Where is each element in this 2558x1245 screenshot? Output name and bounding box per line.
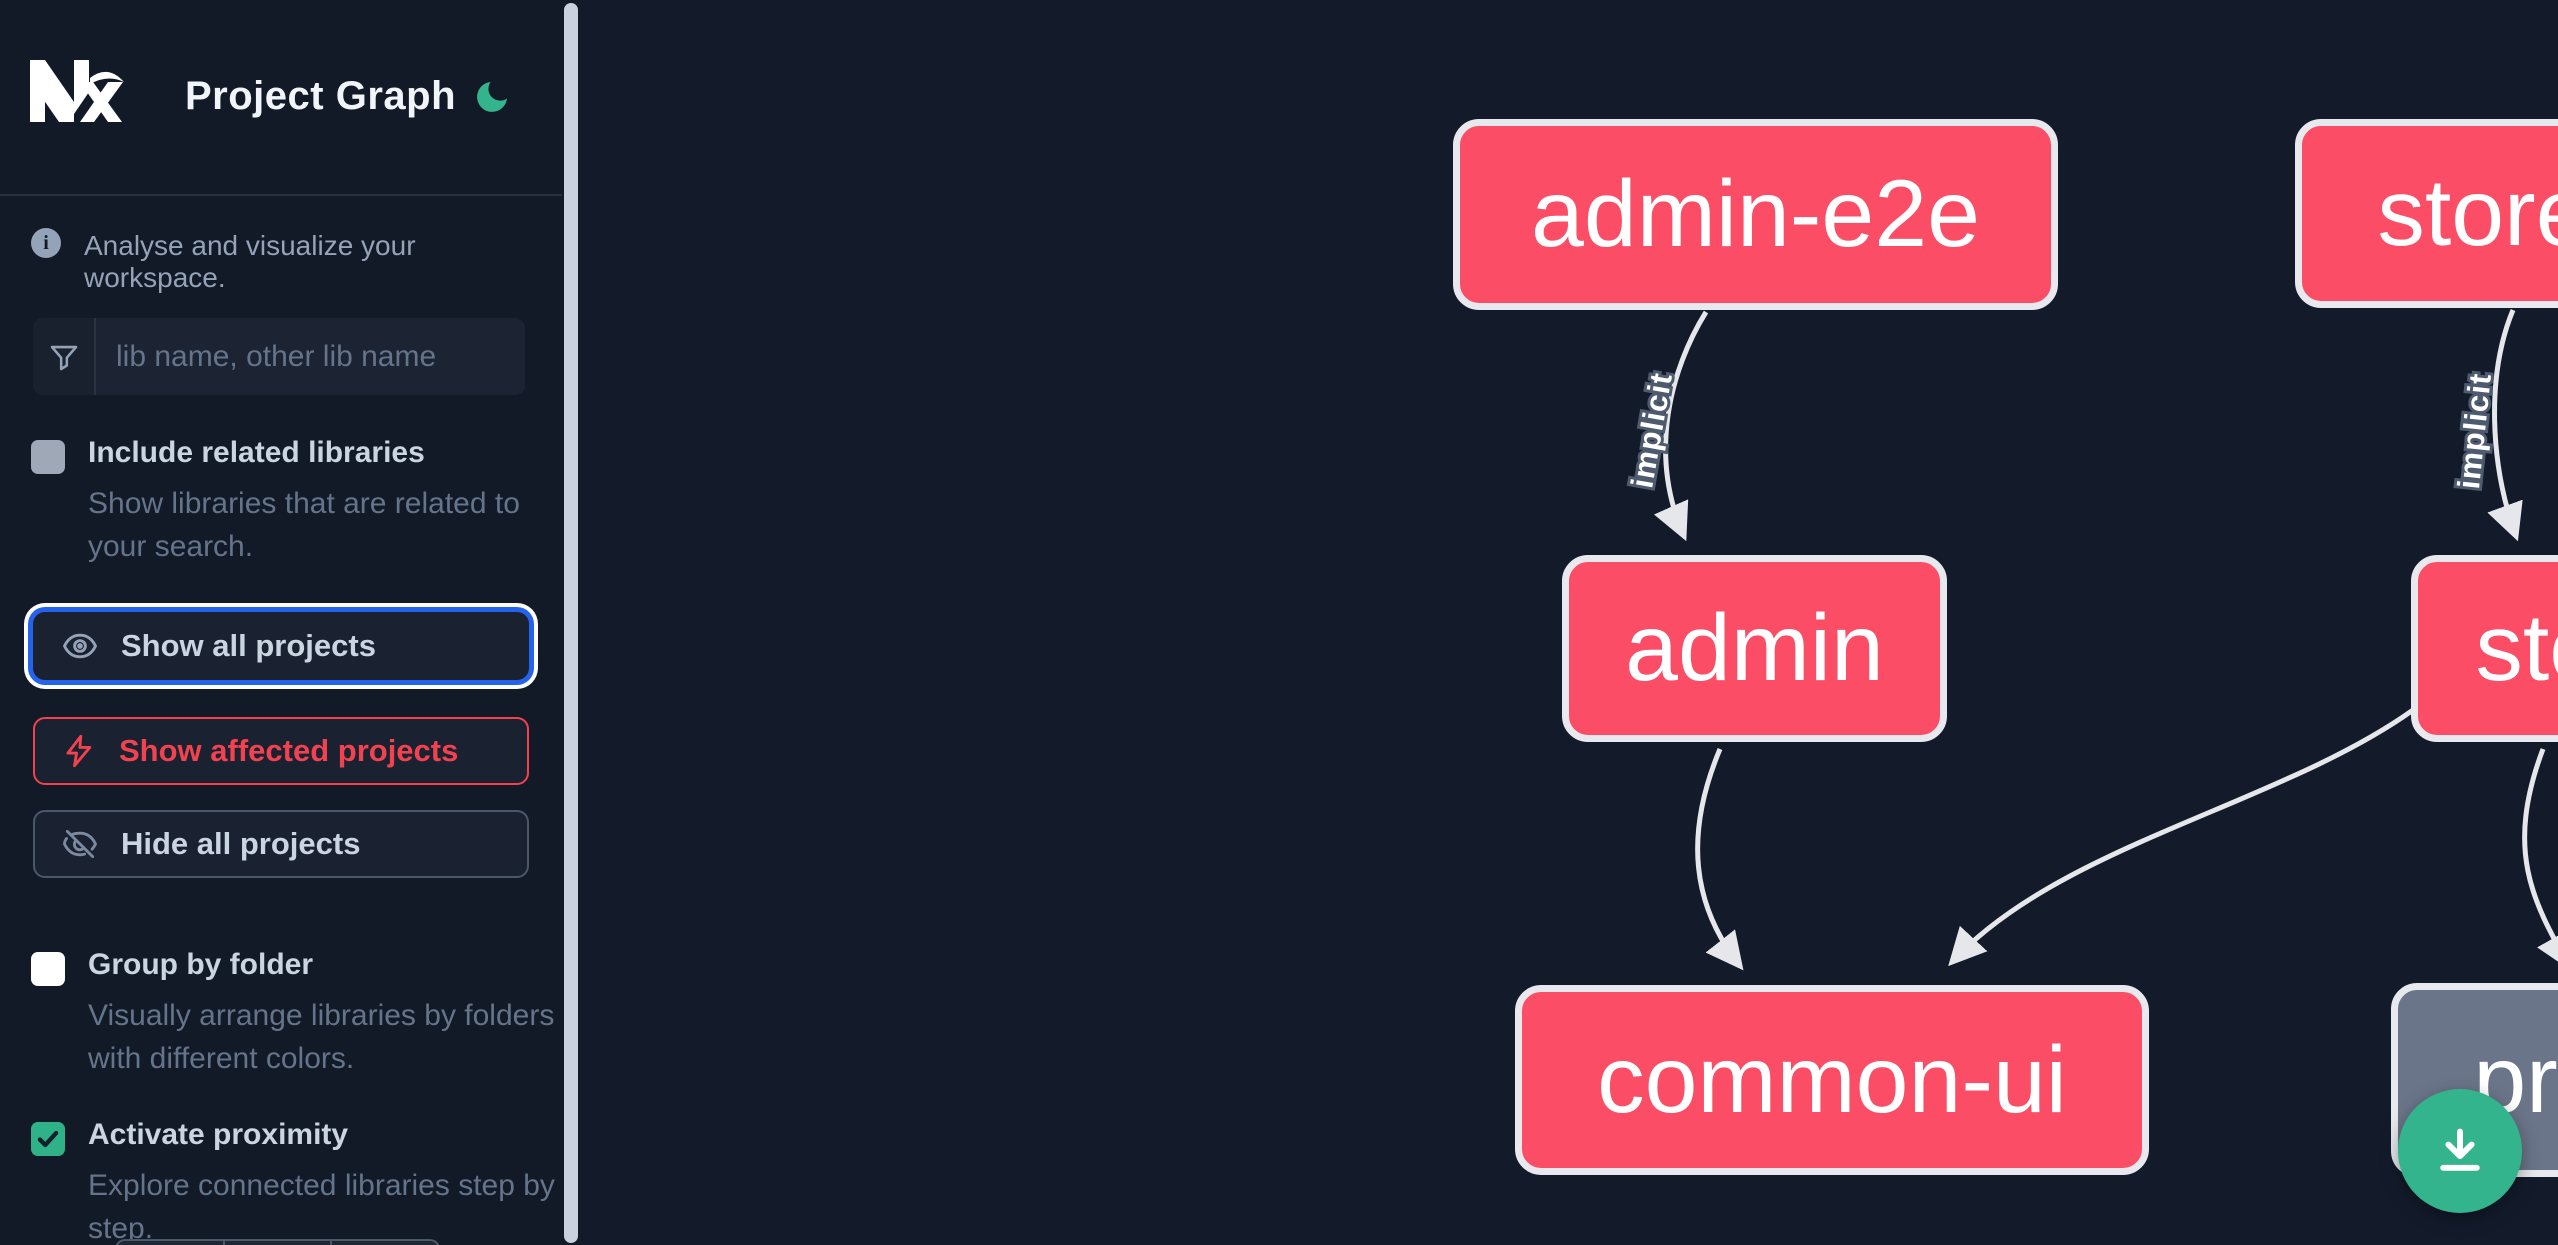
partial-button-group[interactable] <box>115 1239 440 1245</box>
button-label: Show all projects <box>121 628 376 663</box>
show-all-projects-button[interactable]: Show all projects <box>33 612 529 680</box>
download-graph-button[interactable] <box>2398 1089 2522 1213</box>
search-box <box>33 318 525 395</box>
button-label: Show affected projects <box>119 733 459 768</box>
partial-segment[interactable] <box>332 1241 438 1245</box>
tagline-text: Analyse and visualize your workspace. <box>84 230 416 293</box>
edge-store-common-ui <box>1948 707 2415 967</box>
sidebar: Project Graph i Analyse and visualize yo… <box>0 0 580 1245</box>
sidebar-scrollbar[interactable] <box>562 0 580 1245</box>
edge-store-e2e-store <box>2487 309 2523 542</box>
info-icon: i <box>31 228 61 258</box>
graph-edges: implicit implicit <box>1621 309 2558 971</box>
lightning-bolt-icon <box>66 734 92 768</box>
toggle-label: Activate proximity <box>88 1118 349 1151</box>
edge-label-implicit: implicit <box>2451 371 2498 491</box>
moon-icon[interactable] <box>472 76 512 118</box>
button-label: Hide all projects <box>121 826 361 861</box>
edge-admin-common-ui <box>1695 748 1744 971</box>
project-node-admin[interactable]: admin <box>1562 555 1947 742</box>
checkbox-group-by-folder[interactable] <box>31 952 65 986</box>
toggle-description: Explore connected libraries step by step… <box>88 1169 555 1245</box>
search-input[interactable] <box>96 318 525 395</box>
edge-admin-e2e-admin <box>1653 310 1709 542</box>
toggle-description: Show libraries that are related to your … <box>88 487 520 563</box>
filter-funnel-icon <box>33 318 96 395</box>
edge-store-products <box>2522 748 2558 971</box>
checkbox-include-related[interactable] <box>31 440 65 474</box>
project-node-store[interactable]: store <box>2411 555 2558 742</box>
nx-logo <box>30 60 124 122</box>
graph-canvas[interactable]: implicit implicit admin-e2e store-e2e ad… <box>580 0 2558 1245</box>
toggle-label: Group by folder <box>88 948 313 981</box>
app-title: Project Graph <box>185 74 457 118</box>
edge-label-implicit: implicit <box>1624 370 1679 491</box>
checkbox-activate-proximity-checked[interactable] <box>31 1122 65 1156</box>
project-node-store-e2e[interactable]: store-e2e <box>2295 119 2558 308</box>
project-node-common-ui[interactable]: common-ui <box>1515 985 2149 1175</box>
checkmark-icon <box>37 1130 59 1148</box>
partial-segment[interactable] <box>225 1241 333 1245</box>
project-node-admin-e2e[interactable]: admin-e2e <box>1453 119 2058 310</box>
download-icon <box>2440 1128 2480 1171</box>
eye-slash-icon <box>63 829 97 859</box>
partial-segment[interactable] <box>117 1241 225 1245</box>
sidebar-header: Project Graph <box>0 0 562 196</box>
toggle-description: Visually arrange libraries by folders wi… <box>88 999 555 1075</box>
hide-all-projects-button[interactable]: Hide all projects <box>33 810 529 878</box>
toggle-label: Include related libraries <box>88 436 425 469</box>
sidebar-scrollbar-thumb[interactable] <box>564 3 578 1243</box>
eye-icon <box>63 633 97 659</box>
show-affected-projects-button[interactable]: Show affected projects <box>33 717 529 785</box>
